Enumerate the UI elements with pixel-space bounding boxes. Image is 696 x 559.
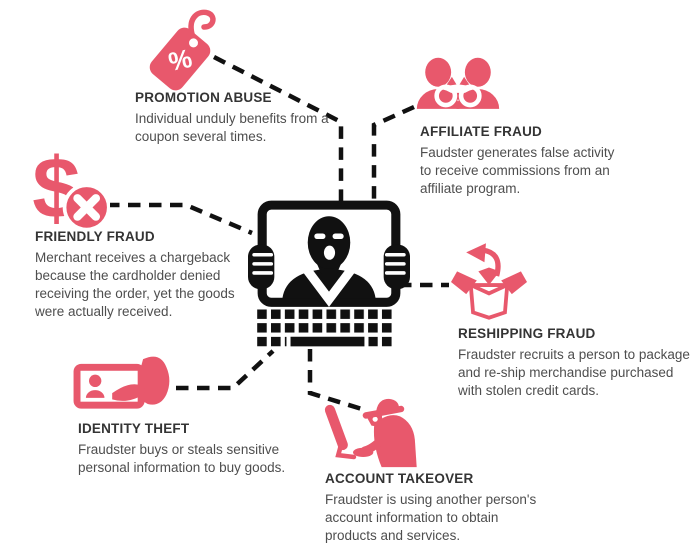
- identity-theft-title: IDENTITY THEFT: [78, 421, 190, 436]
- account-takeover-title: ACCOUNT TAKEOVER: [325, 471, 474, 486]
- fraud-block-reshipping-fraud: RESHIPPING FRAUD Fraudster recruits a pe…: [458, 326, 693, 400]
- spy-computer-icon: [320, 397, 422, 469]
- linked-people-icon: [412, 57, 504, 118]
- fraud-block-account-takeover: ACCOUNT TAKEOVER Fraudster is using anot…: [325, 471, 543, 545]
- promotion-abuse-description: Individual unduly benefits from a coupon…: [135, 111, 329, 144]
- friendly-fraud-description: Merchant receives a chargeback because t…: [35, 250, 235, 319]
- connector-identity-theft: [176, 349, 275, 391]
- affiliate-fraud-title: AFFILIATE FRAUD: [420, 124, 542, 139]
- dollar-cross-icon: $: [32, 142, 110, 236]
- id-card-hand-icon: [72, 354, 174, 420]
- reshipping-fraud-title: RESHIPPING FRAUD: [458, 326, 596, 341]
- fraud-block-affiliate-fraud: AFFILIATE FRAUD Faudster generates false…: [420, 124, 628, 198]
- fraud-block-identity-theft: IDENTITY THEFT Fraudster buys or steals …: [78, 421, 293, 477]
- affiliate-fraud-description: Faudster generates false activity to rec…: [420, 145, 615, 196]
- account-takeover-description: Fraudster is using another person's acco…: [325, 492, 537, 543]
- fraud-block-promotion-abuse: PROMOTION ABUSE Individual unduly benefi…: [135, 90, 330, 146]
- reshipping-fraud-description: Fraudster recruits a person to package a…: [458, 347, 690, 398]
- masked-hacker-laptop-icon: [248, 198, 410, 355]
- connector-affiliate-fraud: [371, 104, 415, 199]
- fraud-block-friendly-fraud: FRIENDLY FRAUD Merchant receives a charg…: [35, 229, 247, 321]
- open-box-arrow-icon: [451, 242, 527, 322]
- promotion-abuse-title: PROMOTION ABUSE: [135, 90, 272, 105]
- price-tag-percent-icon: %: [142, 8, 222, 98]
- identity-theft-description: Fraudster buys or steals sensitive perso…: [78, 442, 286, 475]
- friendly-fraud-title: FRIENDLY FRAUD: [35, 229, 155, 244]
